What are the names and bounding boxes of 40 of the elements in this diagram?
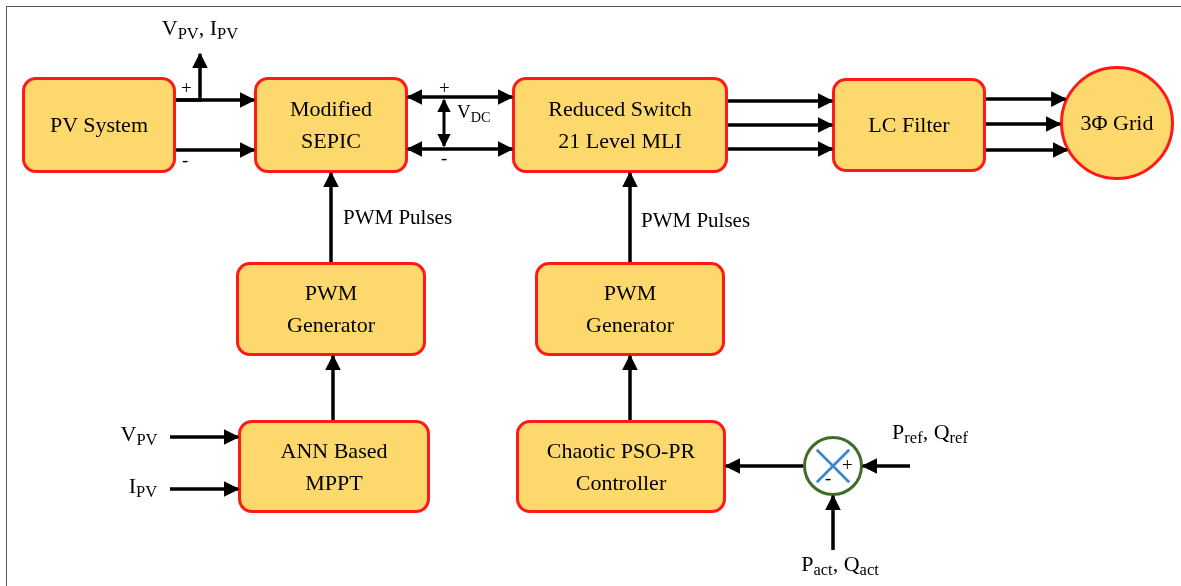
arrow [325,354,341,420]
arrow [622,171,638,262]
process-box: Chaotic PSO-PR Controller [516,420,726,513]
process-box: Modified SEPIC [254,77,408,173]
signal-label: V$_{PV}$, I$_{PV}$ [148,14,252,54]
arrow [825,494,841,550]
arrow [986,142,1069,158]
arrow [323,171,339,262]
signal-label: I$_{PV}$ [116,472,170,506]
process-box: Reduced Switch 21 Level MLI [512,77,728,173]
arrow [728,93,834,109]
polarity-label: V$_{DC}$ [457,102,491,122]
arrow [861,458,910,474]
process-box: PWM Generator [236,262,426,356]
arrow [406,141,514,157]
process-box: LC Filter [832,78,986,172]
arrow [406,89,514,105]
polarity-label: - [441,148,448,168]
process-box: ANN Based MPPT [238,420,430,513]
polarity-label: + [842,455,853,475]
process-box: PWM Generator [535,262,725,356]
arrow [986,116,1062,132]
arrow [176,52,208,102]
signal-label: P$_{ref}$, Q$_{ref}$ [880,418,980,466]
polarity-label: - [182,150,189,170]
polarity-label: + [439,78,450,98]
signal-label: V$_{PV}$ [108,420,170,454]
arrow [170,481,240,497]
arrow [176,142,256,158]
arrow [170,429,240,445]
arrow [724,458,803,474]
process-box: PV System [22,77,176,173]
signal-label: P$_{act}$, Q$_{act}$ [785,550,895,586]
summing-junction [803,436,863,496]
arrow [622,354,638,420]
arrow [728,117,834,133]
polarity-label: + [181,78,192,98]
arrow [986,91,1067,107]
polarity-label: - [825,468,832,488]
arrow [728,141,834,157]
